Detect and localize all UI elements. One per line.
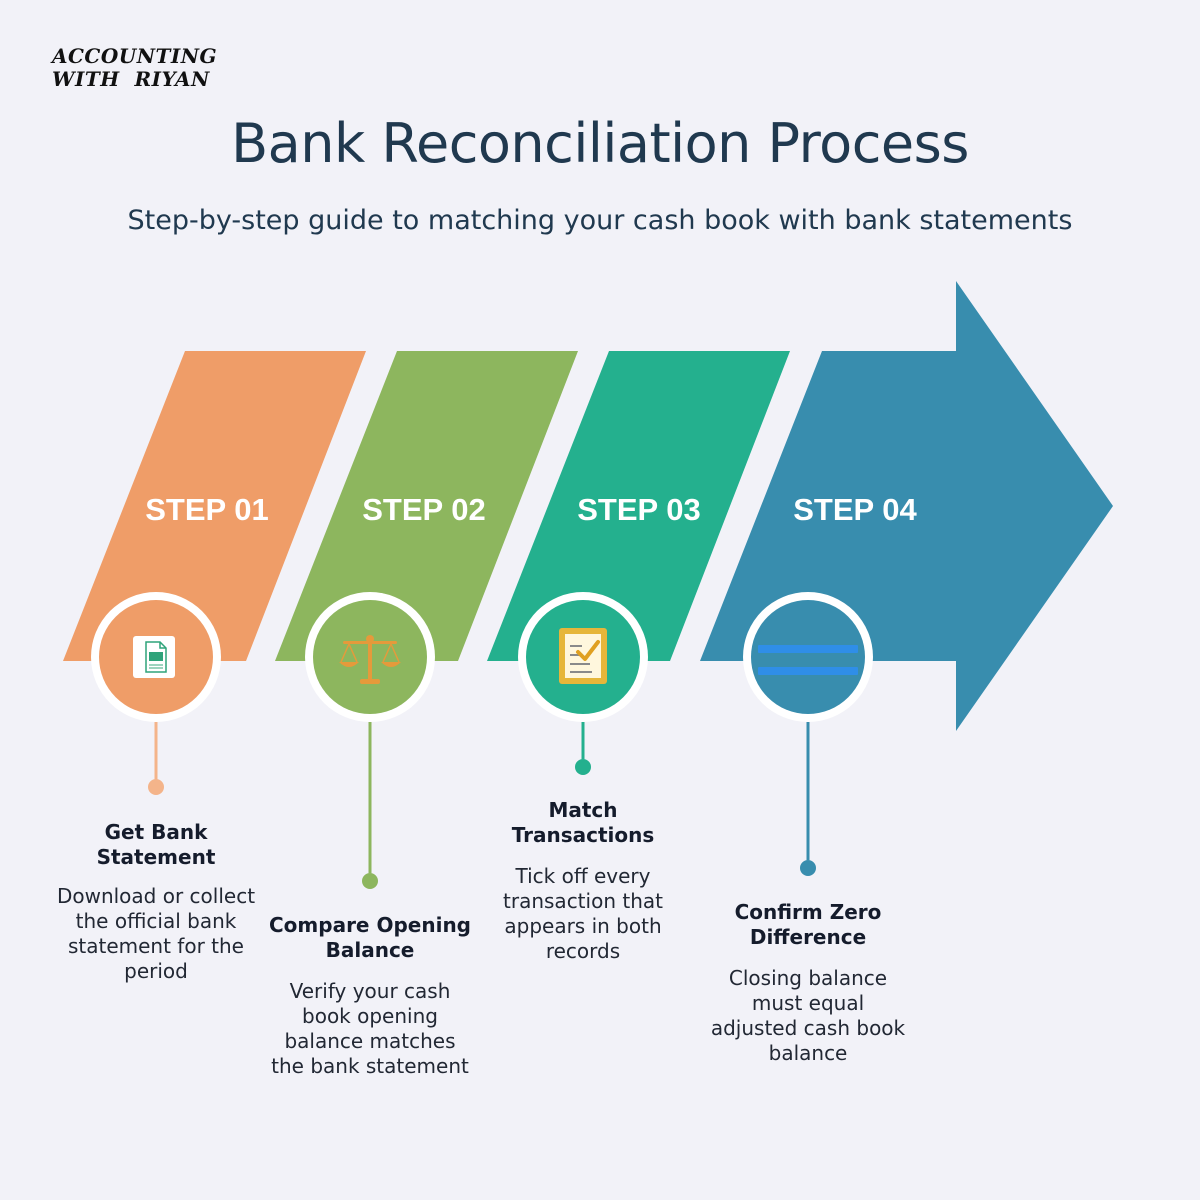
- spreadsheet-file-icon: [133, 636, 175, 678]
- brand-line-1: ACCOUNTING: [52, 44, 218, 68]
- step-3-text: Match Transactions Tick off every transa…: [478, 798, 688, 964]
- step-1-description: Download or collect the official bank st…: [56, 884, 256, 983]
- step-1-text: Get Bank Statement Download or collect t…: [46, 820, 266, 984]
- page-subtitle: Step-by-step guide to matching your cash…: [127, 205, 1073, 236]
- step-4-label: STEP 04: [793, 492, 917, 527]
- step-2-text: Compare Opening Balance Verify your cash…: [255, 913, 485, 1079]
- step-2-heading: Compare Opening Balance: [269, 913, 471, 962]
- step-3-label: STEP 03: [577, 492, 701, 527]
- page-title: Bank Reconciliation Process: [231, 112, 969, 175]
- step-1-badge: [91, 592, 221, 722]
- step-2-shape: [275, 351, 578, 661]
- step-4-text: Confirm Zero Difference Closing balance …: [698, 900, 918, 1066]
- step-4-badge: [743, 592, 873, 722]
- balance-scale-icon: [339, 635, 401, 684]
- step-3-badge: [518, 592, 648, 722]
- step-3-description: Tick off every transaction that appears …: [503, 864, 663, 963]
- equals-sign-icon: [758, 645, 858, 675]
- step-4-connector: [800, 722, 816, 876]
- step-2-description: Verify your cash book opening balance ma…: [271, 979, 469, 1078]
- step-2-connector: [362, 722, 378, 889]
- brand-line-2: WITH RIYAN: [52, 67, 210, 91]
- step-1-shape: [63, 351, 366, 661]
- step-3-heading: Match Transactions: [511, 798, 655, 847]
- step-2-label: STEP 02: [362, 492, 486, 527]
- step-1-connector: [148, 722, 164, 795]
- step-4-heading: Confirm Zero Difference: [734, 900, 882, 949]
- step-4-description: Closing balance must equal adjusted cash…: [710, 966, 906, 1065]
- step-3-connector: [575, 722, 591, 775]
- brand-logo: ACCOUNTING WITH RIYAN: [52, 45, 217, 91]
- checklist-clipboard-icon: [559, 628, 607, 684]
- step-2-badge: [305, 592, 435, 722]
- step-3-shape: [487, 351, 790, 661]
- step-1-heading: Get Bank Statement: [96, 820, 216, 869]
- step-1-label: STEP 01: [145, 492, 269, 527]
